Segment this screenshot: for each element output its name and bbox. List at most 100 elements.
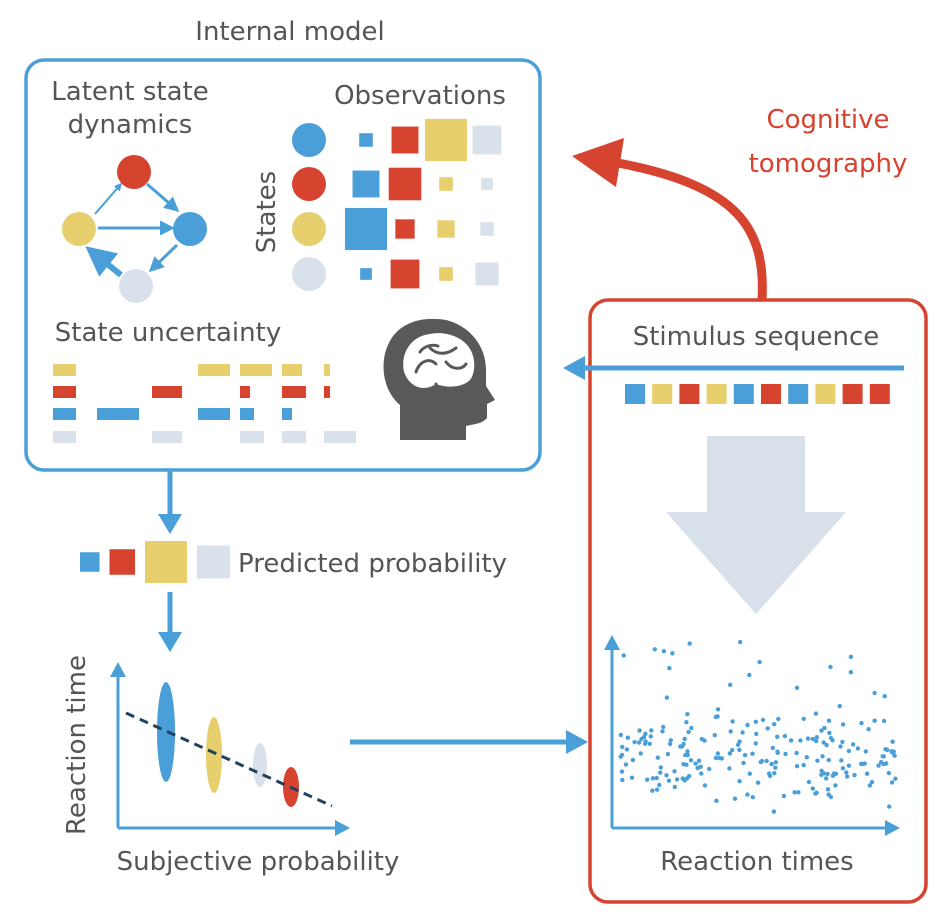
reaction-time-point	[772, 771, 777, 776]
reaction-time-point	[630, 757, 636, 763]
reaction-time-point	[773, 760, 778, 765]
reaction-time-point	[890, 750, 895, 755]
reaction-time-point	[783, 751, 788, 757]
reaction-time-point	[886, 770, 892, 776]
reaction-time-point	[658, 765, 663, 770]
reaction-time-point	[728, 682, 733, 687]
reaction-time-point	[759, 758, 765, 764]
state-circle-red	[292, 167, 326, 201]
reaction-time-point	[833, 771, 839, 776]
reaction-time-point	[801, 762, 806, 768]
state-uncertainty-bars	[53, 364, 356, 443]
observation-cell	[437, 220, 455, 238]
reaction-time-point	[755, 780, 761, 785]
cognitive-tomography-arrow	[617, 158, 767, 301]
reaction-time-point	[827, 730, 832, 736]
rt-distribution-grey	[253, 743, 267, 787]
reaction-time-point	[848, 654, 854, 659]
observation-cell	[390, 259, 420, 289]
reaction-time-point	[813, 711, 819, 716]
states-axis-label: States	[252, 171, 282, 253]
reaction-time-point	[699, 736, 705, 742]
reaction-time-point	[846, 748, 852, 754]
uncertainty-bar	[53, 364, 76, 376]
uncertainty-bar	[324, 431, 356, 443]
reaction-time-point	[819, 768, 824, 773]
reaction-time-point	[689, 725, 694, 731]
reaction-time-point	[639, 736, 644, 742]
reaction-time-point	[719, 756, 724, 761]
reaction-time-point	[890, 739, 895, 744]
observation-cell	[391, 126, 419, 154]
observation-cell	[388, 167, 422, 201]
reaction-time-point	[806, 779, 812, 785]
reaction-time-point	[792, 790, 797, 795]
reaction-time-point	[618, 732, 623, 738]
reaction-time-point	[684, 720, 689, 725]
reaction-time-point	[872, 690, 877, 696]
state-node-red	[117, 155, 151, 189]
rt-y-axis-arrowhead	[604, 635, 620, 650]
reaction-time-point	[685, 749, 690, 754]
reaction-time-point	[885, 747, 890, 753]
reaction-time-point	[643, 731, 648, 736]
reaction-time-point	[753, 719, 758, 724]
reaction-time-point	[699, 771, 704, 776]
reaction-time-point	[826, 792, 831, 797]
reaction-time-point	[814, 735, 819, 740]
reaction-time-point	[637, 728, 642, 733]
cognitive-tomography-arrowhead	[572, 138, 624, 187]
head-with-brain-icon	[383, 318, 495, 440]
reaction-time-point	[715, 707, 721, 712]
reaction-time-point	[664, 695, 670, 700]
state-circle-blue	[292, 123, 326, 157]
reaction-time-point	[667, 741, 673, 747]
reaction-time-point	[667, 666, 672, 671]
stimulus-square-blue	[733, 384, 754, 404]
observation-cell	[359, 133, 373, 147]
uncertainty-bar	[198, 408, 230, 420]
stimulus-square-red	[842, 384, 863, 404]
reaction-time-point	[893, 776, 898, 781]
reaction-time-point	[643, 739, 648, 744]
reaction-time-point	[769, 761, 774, 767]
reaction-time-point	[770, 745, 775, 751]
reaction-time-point	[750, 795, 755, 800]
reaction-time-point	[693, 761, 698, 766]
reaction-time-point	[798, 738, 803, 743]
reaction-time-points	[618, 639, 898, 814]
reaction-time-point	[760, 717, 766, 723]
uncertainty-bar	[198, 364, 230, 376]
reaction-times-label: Reaction times	[660, 847, 853, 877]
observation-cell	[424, 118, 468, 162]
reaction-time-point	[837, 703, 842, 709]
reaction-time-point	[747, 672, 752, 678]
state-circles-column	[292, 123, 326, 291]
reaction-time-point	[810, 786, 815, 791]
reaction-time-point	[850, 742, 856, 747]
state-node-yellow	[62, 212, 96, 246]
reaction-time-point	[686, 729, 691, 735]
observation-cell	[475, 262, 499, 286]
reaction-time-point	[796, 790, 801, 795]
reaction-time-point	[813, 791, 818, 796]
reaction-time-point	[687, 773, 692, 779]
reaction-time-point	[882, 694, 887, 699]
stimulus-sequence-squares	[625, 384, 890, 404]
uncertainty-bar	[152, 386, 182, 398]
reaction-time-point	[881, 761, 886, 767]
stimulus-square-yellow	[652, 384, 673, 404]
stimulus-square-yellow	[706, 384, 727, 404]
reaction-time-point	[629, 775, 635, 780]
state-node-grey	[119, 269, 153, 303]
reaction-time-point	[866, 727, 871, 732]
reaction-time-point	[840, 739, 845, 745]
reaction-time-point	[859, 720, 864, 726]
prediction-to-rt-arrowhead	[158, 632, 182, 652]
reaction-time-point	[830, 738, 835, 743]
uncertainty-bar	[282, 386, 306, 398]
reaction-time-point	[660, 729, 665, 734]
reaction-time-point	[674, 777, 680, 782]
uncertainty-bar	[240, 431, 264, 443]
uncertainty-bar	[282, 408, 292, 420]
